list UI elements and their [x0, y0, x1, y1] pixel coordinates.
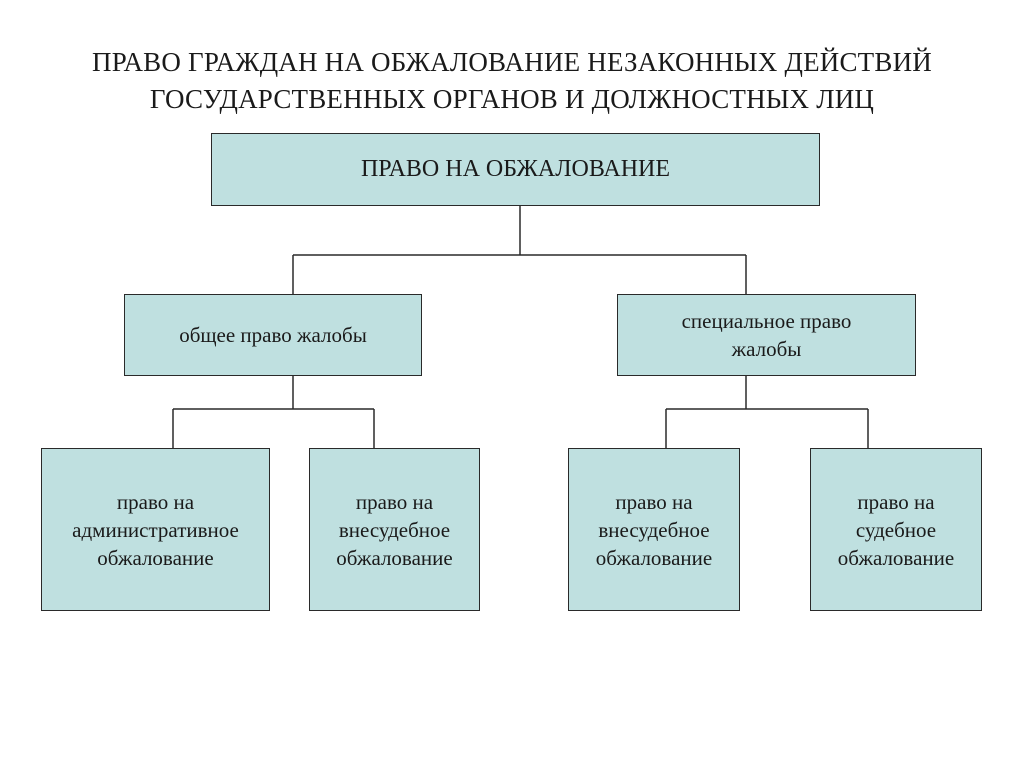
leaf-node-administrative: право на административное обжалование: [41, 448, 270, 611]
leaf-1-line-1: право на: [116, 489, 195, 514]
leaf-4-line-1: право на: [857, 489, 935, 514]
leaf-node-extrajudicial-general: право на внесудебное обжалование: [309, 448, 480, 611]
root-node: ПРАВО НА ОБЖАЛОВАНИЕ: [211, 133, 820, 206]
leaf-1-line-2: административное: [72, 517, 239, 542]
special-complaint-label-line-2: жалобы: [731, 337, 802, 361]
special-complaint-node: специальное право жалобы: [617, 294, 916, 376]
leaf-3-line-2: внесудебное: [598, 517, 710, 542]
root-node-label: ПРАВО НА ОБЖАЛОВАНИЕ: [360, 156, 671, 182]
leaf-2-line-1: право на: [355, 489, 434, 514]
title-line-2: ГОСУДАРСТВЕННЫХ ОРГАНОВ И ДОЛЖНОСТНЫХ ЛИ…: [149, 84, 875, 114]
diagram-title: ПРАВО ГРАЖДАН НА ОБЖАЛОВАНИЕ НЕЗАКОННЫХ …: [0, 44, 1024, 118]
leaf-node-extrajudicial-special: право на внесудебное обжалование: [568, 448, 740, 611]
general-complaint-label: общее право жалобы: [179, 323, 367, 347]
general-complaint-node: общее право жалобы: [124, 294, 422, 376]
title-line-1: ПРАВО ГРАЖДАН НА ОБЖАЛОВАНИЕ НЕЗАКОННЫХ …: [92, 47, 932, 77]
leaf-3-line-3: обжалование: [595, 545, 713, 570]
leaf-3-line-1: право на: [615, 489, 693, 514]
special-complaint-label-line-1: специальное право: [681, 309, 852, 333]
leaf-2-line-2: внесудебное: [338, 517, 451, 542]
leaf-2-line-3: обжалование: [336, 545, 453, 570]
leaf-4-line-2: судебное: [855, 517, 937, 542]
leaf-1-line-3: обжалование: [97, 545, 214, 570]
leaf-node-judicial: право на судебное обжалование: [810, 448, 982, 611]
leaf-4-line-3: обжалование: [837, 545, 955, 570]
